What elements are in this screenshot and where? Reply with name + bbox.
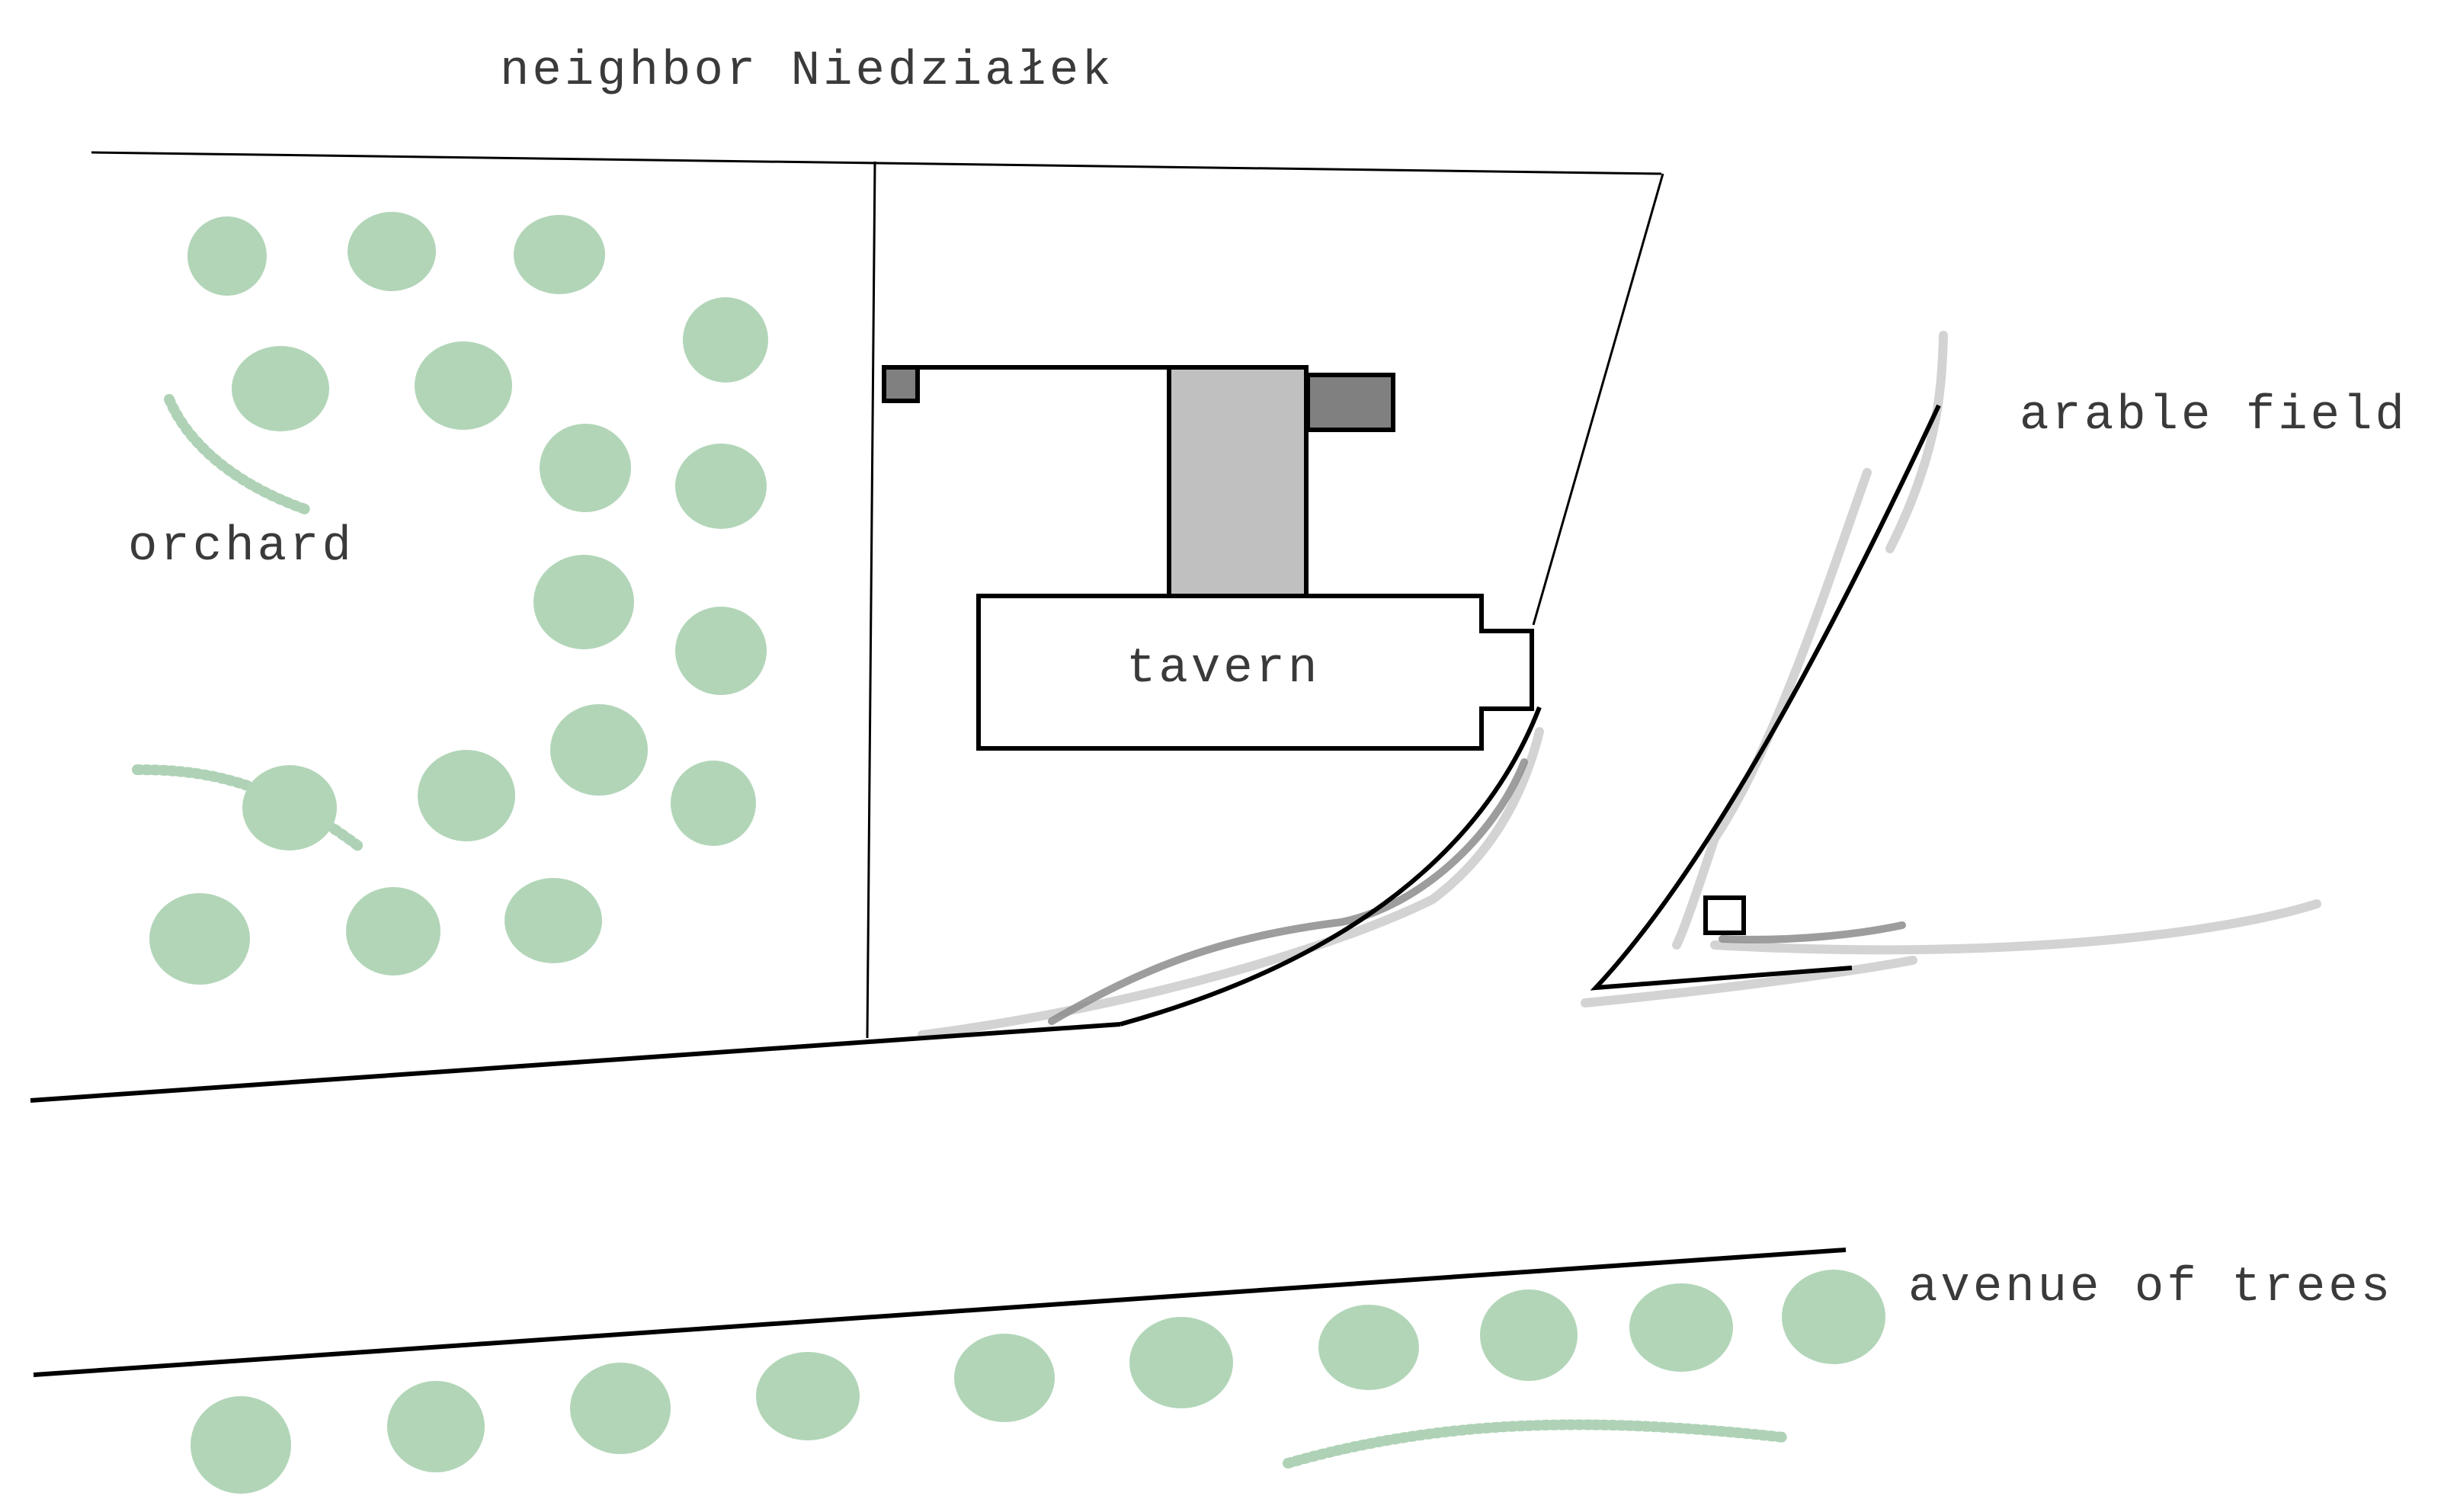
orchard-tree [242, 765, 337, 850]
east-boundary-line [1532, 173, 1664, 626]
outbuilding-small [882, 365, 920, 403]
grass-scribble [164, 394, 310, 514]
orchard-divider-line [866, 161, 876, 1039]
orchard-tree [675, 444, 767, 529]
orchard-tree [540, 424, 631, 512]
orchard-trees [149, 212, 768, 985]
orchard-label: orchard [128, 520, 354, 575]
avenue-tree [756, 1352, 860, 1440]
orchard-tree [232, 346, 329, 431]
grass-scribble [1283, 1419, 1789, 1469]
north-boundary-line [91, 151, 1662, 175]
field-wedge-line [1590, 404, 1941, 991]
orchard-tree [550, 704, 648, 796]
avenue-tree [1318, 1305, 1419, 1390]
orchard-tree [415, 341, 512, 430]
field-marker [1703, 895, 1746, 935]
road-sketch-shade [918, 727, 1544, 1040]
outbuilding-large [1305, 373, 1395, 432]
avenue-road-line [33, 1248, 1847, 1377]
field-sketch-shade [1885, 331, 1948, 553]
tavern-buildings [882, 365, 1534, 751]
arable-field-label: arable field [2020, 389, 2407, 444]
orchard-tree [514, 215, 605, 294]
tavern-building [976, 594, 1534, 751]
property-boundaries [91, 151, 1664, 1039]
orchard-tree [187, 216, 267, 296]
orchard-tree [533, 555, 634, 649]
avenue-trees [191, 1270, 1885, 1494]
orchard-tree [505, 878, 602, 963]
orchard-tree [675, 607, 767, 695]
avenue-tree [1629, 1283, 1733, 1372]
orchard-tree [671, 761, 756, 846]
main-road-line [30, 1022, 1121, 1103]
orchard-tree [418, 750, 515, 841]
avenue-tree [191, 1396, 291, 1494]
avenue-tree [387, 1381, 485, 1472]
tavern-annex [1167, 365, 1309, 598]
avenue-label: avenue of trees [1908, 1261, 2394, 1315]
avenue-tree [954, 1334, 1055, 1422]
neighbor-label: neighbor Niedziałek [500, 44, 1114, 99]
tavern-label: tavern [1126, 642, 1321, 697]
avenue-tree [1782, 1270, 1885, 1364]
orchard-tree [348, 212, 436, 291]
avenue-tree [570, 1363, 671, 1454]
orchard-tree [149, 893, 250, 985]
roads [30, 706, 1847, 1377]
field-sketch-shade-4 [1719, 921, 1906, 943]
orchard-tree [346, 887, 440, 975]
field-sketch-shade-2 [1672, 468, 1872, 950]
arable-field-wedge [1581, 331, 2321, 1007]
road-curve-line [1120, 706, 1542, 1027]
road-sketch-shade-2 [1048, 758, 1528, 1025]
avenue-tree [1480, 1289, 1578, 1381]
avenue-tree [1129, 1317, 1233, 1408]
orchard-tree [683, 297, 768, 383]
field-sketch-shade-3 [1581, 899, 2321, 1007]
